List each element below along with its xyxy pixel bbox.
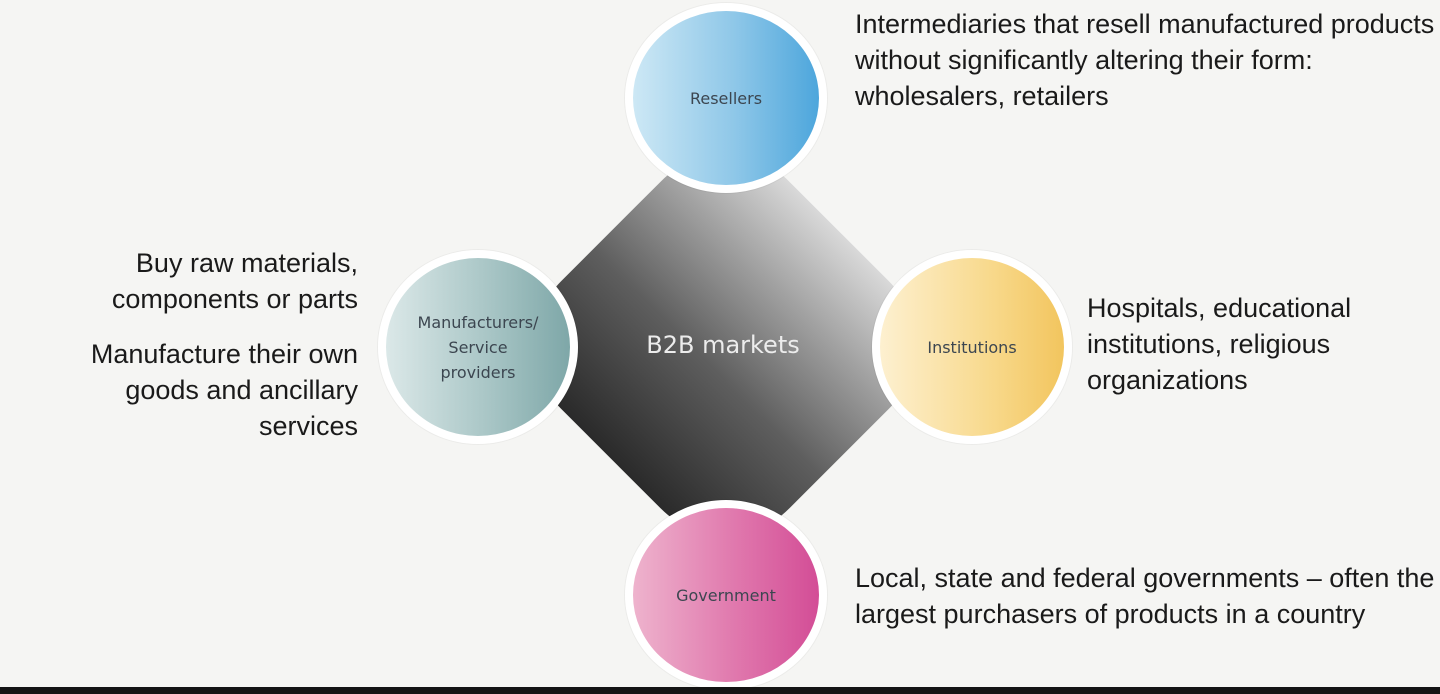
- node-government: Government: [625, 500, 827, 690]
- node-resellers-label: Resellers: [689, 88, 763, 108]
- node-government-label: Government: [676, 585, 776, 605]
- node-manufacturers: Manufacturers/ Service providers: [378, 250, 578, 444]
- node-manufacturers-label: Manufacturers/ Service providers: [417, 312, 539, 382]
- manufacturers-description-outputs: Manufacture their own goods and ancillar…: [90, 339, 358, 441]
- bottom-bar: [0, 687, 1440, 694]
- resellers-description: Intermediaries that resell manufactured …: [855, 9, 1435, 111]
- institutions-description: Hospitals, educational institutions, rel…: [1087, 293, 1352, 395]
- manufacturers-description-inputs: Buy raw materials, components or parts: [111, 248, 358, 314]
- hub-label: B2B markets: [646, 331, 800, 359]
- government-description: Local, state and federal governments – o…: [855, 563, 1435, 629]
- node-institutions-label: Institutions: [927, 337, 1017, 357]
- node-resellers: Resellers: [625, 3, 827, 193]
- node-institutions: Institutions: [872, 250, 1072, 444]
